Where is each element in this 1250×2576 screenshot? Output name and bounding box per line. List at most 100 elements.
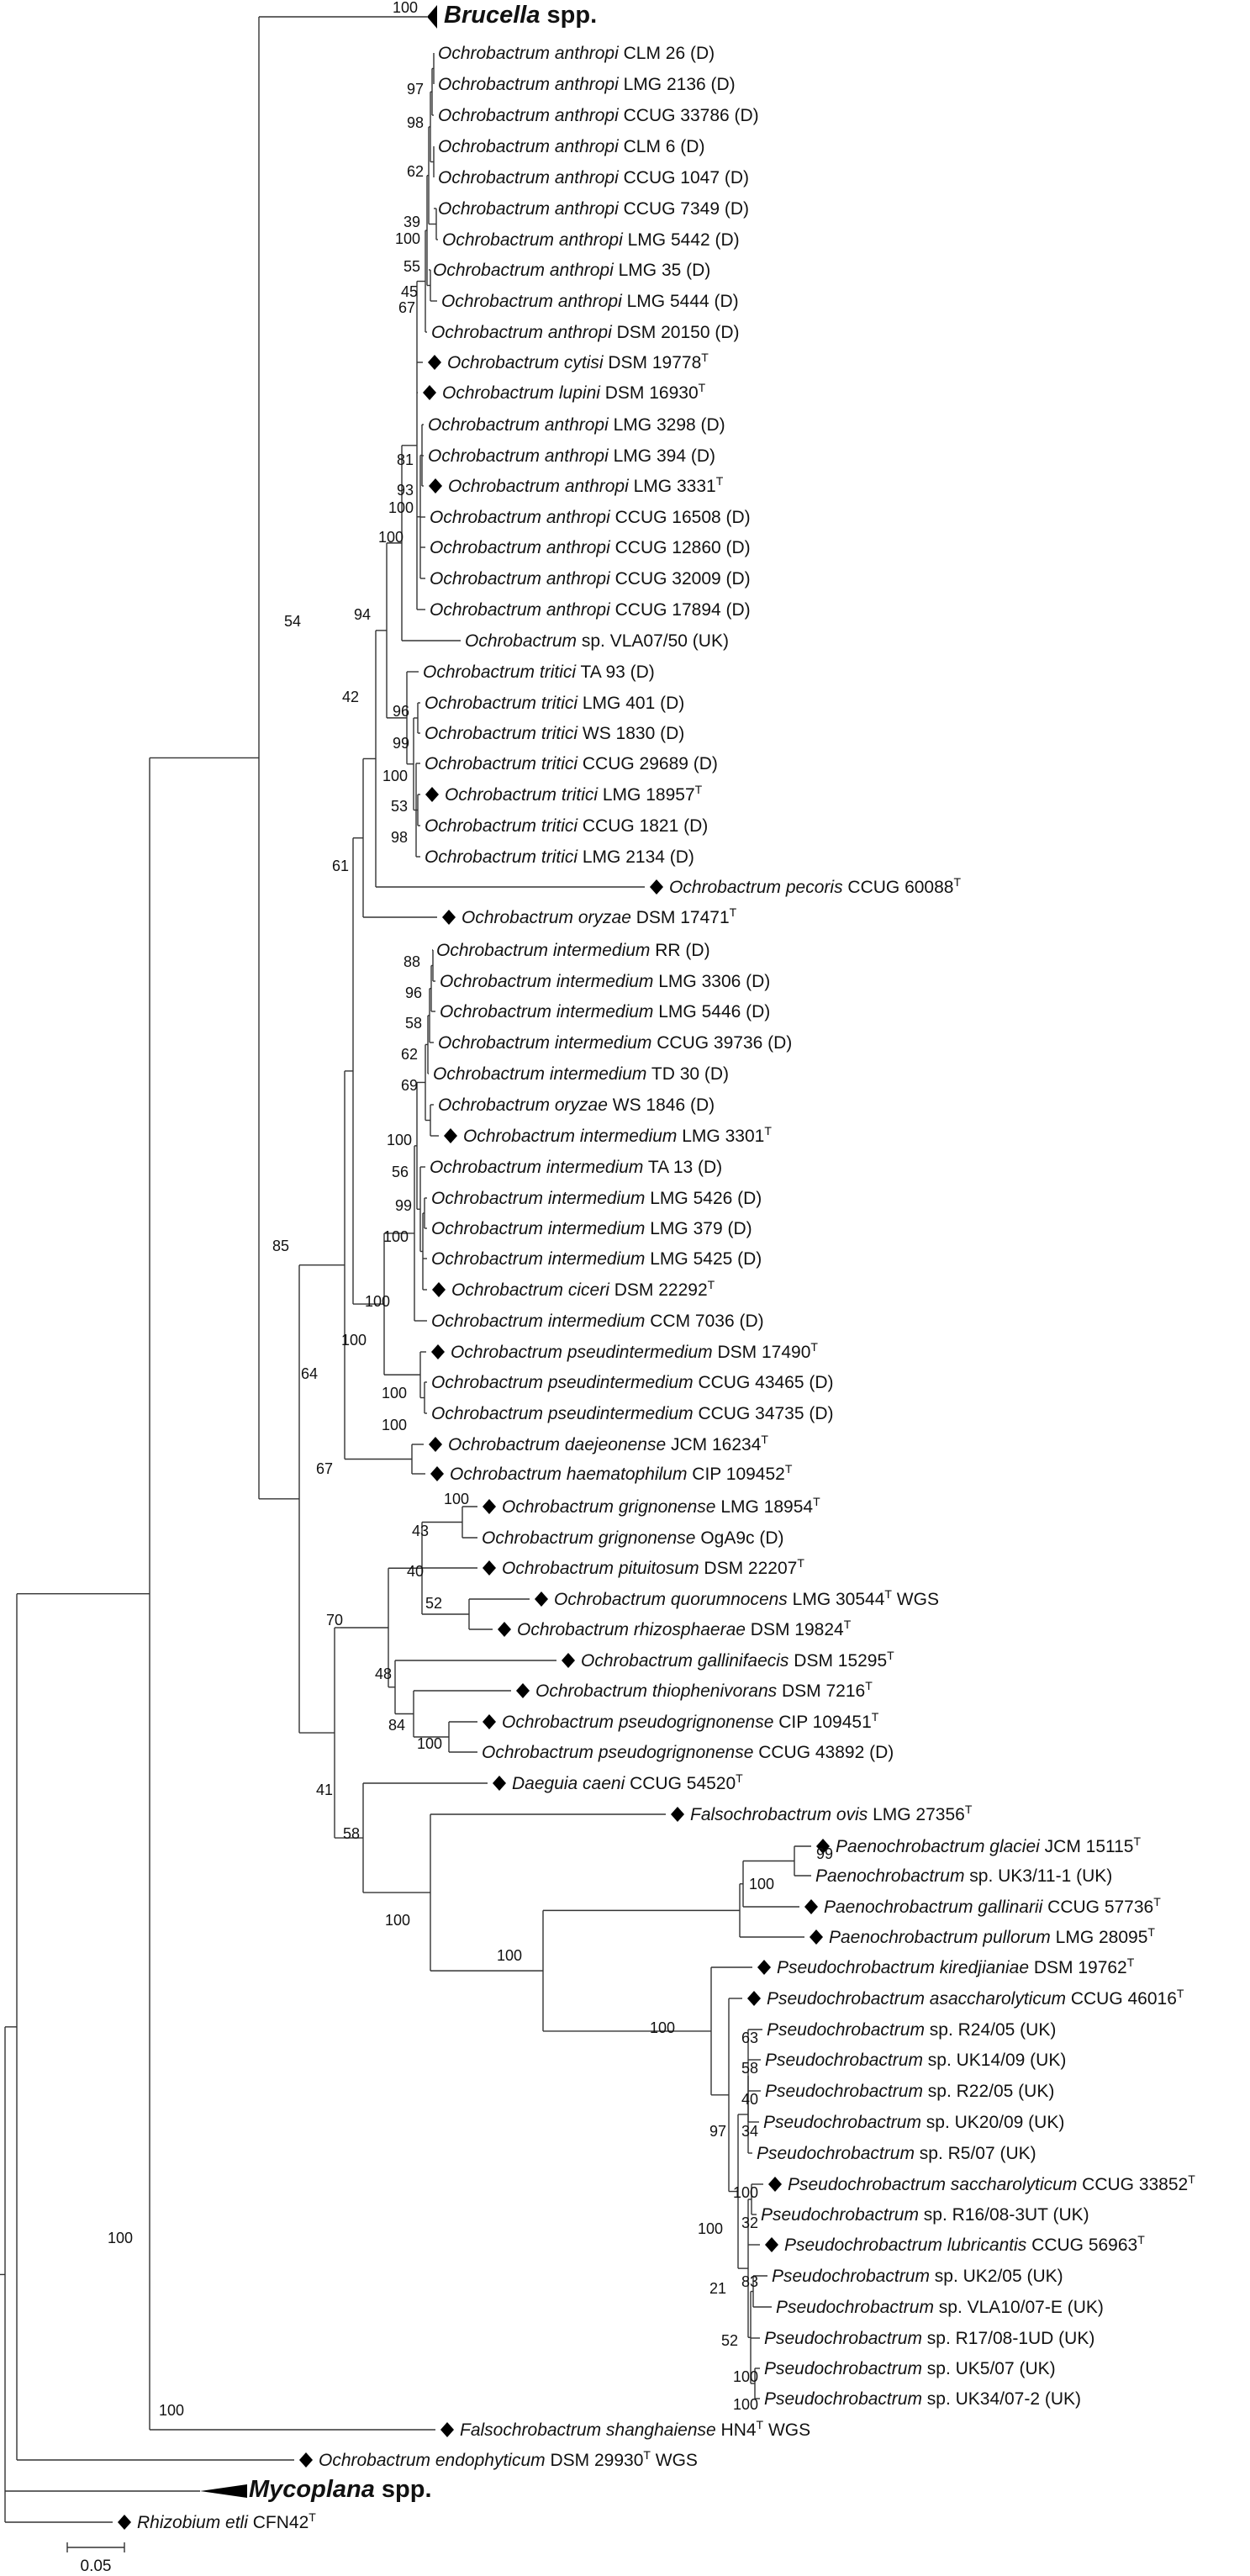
leaf-label: Paenochrobactrum sp. UK3/11-1 (UK) xyxy=(815,1866,1112,1886)
bootstrap-value: 67 xyxy=(398,299,415,316)
leaf-label: Ochrobactrum intermedium CCUG 39736 (D) xyxy=(438,1033,792,1053)
leaf-label: Ochrobactrum quorumnocens LMG 30544T WGS xyxy=(554,1587,939,1609)
type-strain-diamond-icon xyxy=(483,1560,496,1576)
leaf-label: Ochrobactrum anthropi LMG 5442 (D) xyxy=(442,230,740,250)
bootstrap-value: 100 xyxy=(382,1417,407,1433)
bootstrap-labels: 1009798623910055456781931001009496991005… xyxy=(108,0,833,2419)
type-strain-diamond-icon xyxy=(423,385,436,400)
bootstrap-value: 99 xyxy=(395,1197,412,1214)
leaf-label: Ochrobactrum intermedium LMG 5446 (D) xyxy=(440,1002,770,1021)
leaf-label: Rhizobium etli CFN42T xyxy=(137,2510,316,2532)
type-strain-diamond-icon xyxy=(671,1807,684,1822)
bootstrap-value: 63 xyxy=(741,2030,758,2046)
bootstrap-value: 52 xyxy=(721,2332,738,2349)
bootstrap-value: 58 xyxy=(741,2060,758,2077)
bootstrap-value: 98 xyxy=(407,114,424,131)
bootstrap-value: 40 xyxy=(407,1563,424,1580)
bootstrap-value: 96 xyxy=(405,984,422,1001)
type-strain-diamond-icon xyxy=(425,787,439,802)
leaf-label: Pseudochrobactrum asaccharolyticum CCUG … xyxy=(767,1987,1184,2009)
leaf-label: Ochrobactrum anthropi CCUG 33786 (D) xyxy=(438,106,759,125)
bootstrap-value: 67 xyxy=(316,1460,333,1477)
leaf-label: Daeguia caeni CCUG 54520T xyxy=(512,1771,743,1793)
bootstrap-value: 55 xyxy=(403,258,420,275)
leaf-label: Ochrobactrum tritici LMG 2134 (D) xyxy=(425,847,694,867)
leaf-label: Ochrobactrum intermedium RR (D) xyxy=(436,941,710,960)
scale-bar: 0.05 xyxy=(66,2542,125,2575)
bootstrap-value: 100 xyxy=(382,1385,407,1401)
leaf-label: Ochrobactrum anthropi CCUG 12860 (D) xyxy=(430,538,751,557)
bootstrap-value: 69 xyxy=(401,1077,418,1094)
leaf-label: Ochrobactrum intermedium LMG 5425 (D) xyxy=(431,1249,762,1269)
bootstrap-value: 99 xyxy=(816,1845,833,1862)
leaf-label: Ochrobactrum cytisi DSM 19778T xyxy=(447,351,709,372)
type-strain-diamond-icon xyxy=(429,478,442,494)
bootstrap-value: 85 xyxy=(272,1238,289,1254)
bootstrap-value: 41 xyxy=(316,1782,333,1798)
leaf-label: Ochrobactrum intermedium CCM 7036 (D) xyxy=(431,1312,764,1331)
bootstrap-value: 100 xyxy=(159,2402,184,2419)
bootstrap-value: 39 xyxy=(403,214,420,230)
leaf-label: Ochrobactrum anthropi CLM 26 (D) xyxy=(438,44,715,63)
bootstrap-value: 21 xyxy=(709,2280,726,2297)
bootstrap-value: 100 xyxy=(378,529,403,546)
tree-leaf-labels: Brucella spp. Ochrobactrum anthropi CLM 2… xyxy=(118,2,1195,2532)
leaf-label: Ochrobactrum grignonense OgA9c (D) xyxy=(482,1528,784,1548)
leaf-label: Paenochrobactrum glaciei JCM 15115T xyxy=(836,1834,1141,1856)
bootstrap-value: 32 xyxy=(741,2214,758,2231)
type-strain-diamond-icon xyxy=(429,1437,442,1452)
leaf-label: Ochrobactrum pseudintermedium CCUG 43465… xyxy=(431,1373,834,1392)
leaf-label: Ochrobactrum tritici TA 93 (D) xyxy=(423,662,655,682)
leaf-label: Falsochrobactrum ovis LMG 27356T xyxy=(690,1803,973,1824)
bootstrap-value: 100 xyxy=(417,1735,442,1752)
scale-bar-label: 0.05 xyxy=(81,2558,112,2575)
type-strain-diamond-icon xyxy=(650,879,663,895)
leaf-label: Ochrobactrum tritici LMG 18957T xyxy=(445,783,703,805)
leaf-label: Ochrobactrum anthropi CCUG 32009 (D) xyxy=(430,569,751,589)
bootstrap-value: 100 xyxy=(388,499,414,516)
type-strain-diamond-icon xyxy=(444,1128,457,1143)
bootstrap-value: 54 xyxy=(284,613,301,630)
leaf-label: Pseudochrobactrum sp. R24/05 (UK) xyxy=(767,2020,1056,2040)
type-strain-diamond-icon xyxy=(483,1499,496,1514)
leaf-label: Ochrobactrum haematophilum CIP 109452T xyxy=(450,1462,793,1484)
bootstrap-value: 83 xyxy=(741,2273,758,2290)
leaf-label: Paenochrobactrum pullorum LMG 28095T xyxy=(829,1925,1155,1947)
tree-branches xyxy=(0,5,811,2523)
leaf-label: Pseudochrobactrum sp. UK14/09 (UK) xyxy=(765,2051,1066,2070)
leaf-label: Ochrobactrum anthropi LMG 5444 (D) xyxy=(441,292,739,311)
leaf-label: Ochrobactrum tritici CCUG 29689 (D) xyxy=(425,754,718,773)
leaf-label: Ochrobactrum anthropi LMG 2136 (D) xyxy=(438,75,736,94)
bootstrap-value: 100 xyxy=(650,2019,675,2036)
bootstrap-value: 100 xyxy=(497,1947,522,1964)
leaf-label: Falsochrobactrum shanghaiense HN4T WGS xyxy=(460,2418,810,2440)
type-strain-diamond-icon xyxy=(498,1622,511,1637)
bootstrap-value: 42 xyxy=(342,689,359,705)
type-strain-diamond-icon xyxy=(768,2177,782,2192)
leaf-label: Brucella spp. xyxy=(444,2,597,29)
bootstrap-value: 97 xyxy=(407,81,424,98)
bootstrap-value: 48 xyxy=(375,1665,392,1682)
bootstrap-value: 100 xyxy=(383,1228,409,1245)
bootstrap-value: 81 xyxy=(397,451,414,468)
leaf-label: Pseudochrobactrum sp. R22/05 (UK) xyxy=(765,2082,1054,2101)
bootstrap-value: 58 xyxy=(405,1015,422,1032)
leaf-label: Ochrobactrum intermedium LMG 379 (D) xyxy=(431,1219,752,1238)
bootstrap-value: 100 xyxy=(387,1132,412,1148)
leaf-label: Paenochrobactrum gallinarii CCUG 57736T xyxy=(824,1895,1161,1917)
type-strain-diamond-icon xyxy=(432,1282,446,1297)
bootstrap-value: 100 xyxy=(382,768,408,784)
leaf-label: Ochrobactrum endophyticum DSM 29930T WGS xyxy=(319,2448,698,2470)
leaf-label: Ochrobactrum oryzae DSM 17471T xyxy=(461,905,737,927)
bootstrap-value: 93 xyxy=(397,482,414,499)
leaf-label: Pseudochrobactrum sp. R5/07 (UK) xyxy=(757,2144,1036,2163)
bootstrap-value: 34 xyxy=(741,2123,758,2140)
leaf-label: Ochrobactrum daejeonense JCM 16234T xyxy=(448,1433,768,1454)
leaf-label: Ochrobactrum thiophenivorans DSM 7216T xyxy=(535,1679,873,1701)
leaf-label: Pseudochrobactrum sp. VLA10/07-E (UK) xyxy=(776,2298,1104,2317)
bootstrap-value: 100 xyxy=(749,1876,774,1892)
bootstrap-value: 84 xyxy=(388,1717,405,1734)
leaf-label: Ochrobactrum anthropi CCUG 1047 (D) xyxy=(438,168,749,187)
bootstrap-value: 100 xyxy=(733,2184,758,2201)
